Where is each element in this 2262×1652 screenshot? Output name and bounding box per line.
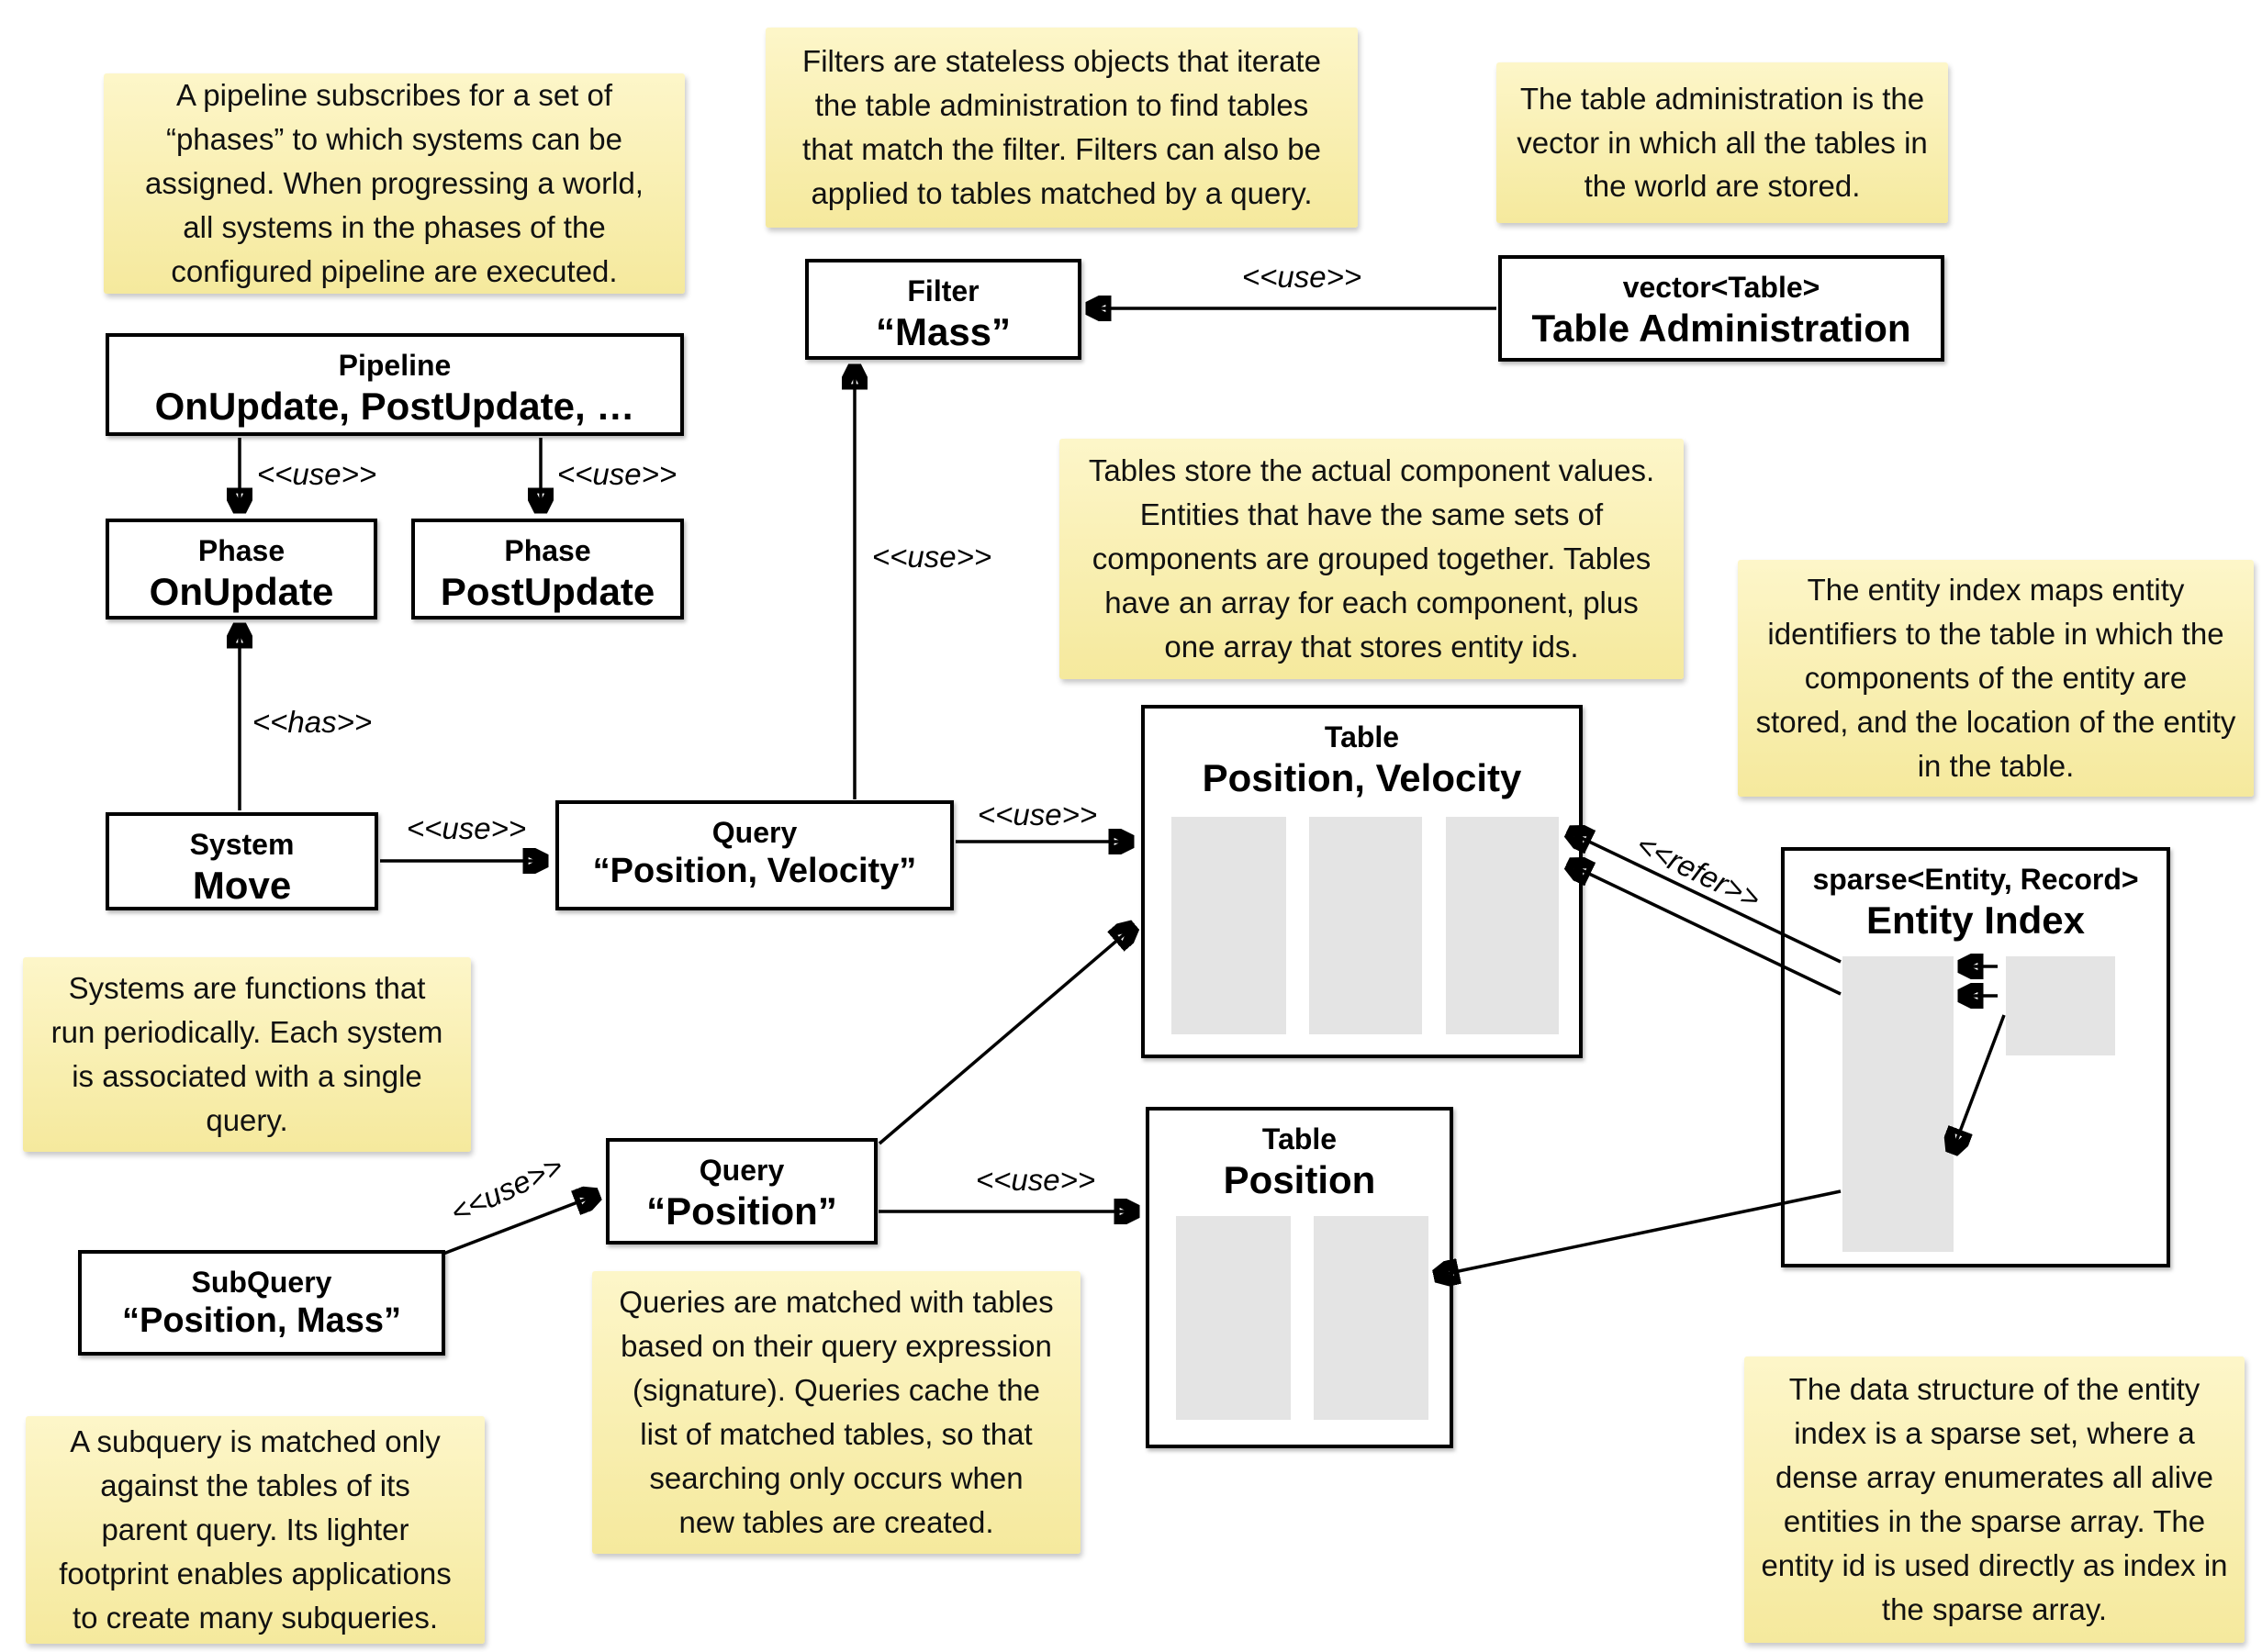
box-query-position-velocity: Query “Position, Velocity” (555, 800, 954, 910)
box-table-position-name: Position (1223, 1158, 1376, 1202)
note-tables-text: Tables store the actual component values… (1088, 453, 1655, 664)
box-subquery: SubQuery “Position, Mass” (78, 1250, 445, 1356)
box-query-position-title: Query (699, 1154, 785, 1187)
box-system-move-title: System (189, 828, 295, 861)
box-phase-onupdate: Phase OnUpdate (106, 519, 377, 620)
component-array-bar (1446, 817, 1559, 1034)
label-use-tableadmin-filter: <<use>> (1241, 260, 1362, 294)
box-table-position: Table Position (1146, 1107, 1453, 1448)
box-table-position-velocity: Table Position, Velocity (1141, 705, 1583, 1058)
box-pipeline-title: Pipeline (338, 349, 452, 382)
box-table-administration: vector<Table> Table Administration (1498, 255, 1944, 362)
component-array-bar (1314, 1216, 1428, 1420)
note-entity-index-text: The entity index maps entity identifiers… (1755, 573, 2236, 783)
note-table-administration: The table administration is the vector i… (1496, 62, 1948, 223)
note-subquery: A subquery is matched only against the t… (26, 1416, 485, 1644)
component-array-bar (1309, 817, 1422, 1034)
note-queries-text: Queries are matched with tables based on… (619, 1285, 1054, 1539)
note-filters: Filters are stateless objects that itera… (766, 28, 1358, 228)
note-tables: Tables store the actual component values… (1059, 439, 1684, 679)
box-query-position: Query “Position” (606, 1138, 878, 1245)
box-phase-onupdate-title: Phase (197, 534, 286, 567)
note-pipeline-text: A pipeline subscribes for a set of “phas… (145, 78, 644, 288)
box-pipeline-name: OnUpdate, PostUpdate, … (154, 385, 635, 429)
label-has-system-phase: <<has>> (252, 705, 373, 739)
component-array-bar (1176, 1216, 1291, 1420)
box-table-position-velocity-name: Position, Velocity (1202, 756, 1522, 800)
label-use-pipeline-postupdate: <<use>> (556, 457, 677, 491)
box-phase-postupdate: Phase PostUpdate (411, 519, 684, 620)
box-filter-mass-name: “Mass” (875, 310, 1012, 354)
label-use-subquery-query: <<use>> (444, 1148, 568, 1230)
box-table-administration-title: vector<Table> (1622, 271, 1820, 304)
box-phase-postupdate-title: Phase (504, 534, 591, 567)
box-entity-index: sparse<Entity, Record> Entity Index (1781, 847, 2170, 1267)
box-filter-mass-title: Filter (907, 274, 980, 307)
component-array-bar (1171, 817, 1286, 1034)
label-use-query-tablepv: <<use>> (977, 798, 1098, 832)
box-table-administration-name: Table Administration (1531, 307, 1911, 351)
box-pipeline: Pipeline OnUpdate, PostUpdate, … (106, 333, 684, 436)
arrow-entityindex-to-tablepos (1437, 1189, 1842, 1276)
note-systems: Systems are functions that run periodica… (23, 957, 471, 1152)
box-phase-onupdate-name: OnUpdate (149, 570, 334, 614)
note-subquery-text: A subquery is matched only against the t… (59, 1424, 452, 1635)
box-query-position-velocity-name: “Position, Velocity” (592, 852, 917, 891)
sparse-array-bar (1842, 956, 1954, 1252)
label-use-pipeline-onupdate: <<use>> (256, 457, 377, 491)
box-query-position-velocity-title: Query (711, 816, 798, 849)
note-sparse-set: The data structure of the entity index i… (1744, 1356, 2245, 1643)
box-entity-index-name: Entity Index (1865, 899, 2086, 943)
box-system-move-name: Move (192, 864, 292, 908)
label-use-query-filter: <<use>> (871, 540, 992, 574)
box-entity-index-title: sparse<Entity, Record> (1812, 863, 2139, 896)
label-use-querypos-tablepos: <<use>> (975, 1163, 1096, 1197)
label-refer-entityindex: <<refer>> (1630, 827, 1766, 916)
box-table-position-velocity-title: Table (1324, 720, 1400, 753)
note-pipeline: A pipeline subscribes for a set of “phas… (104, 73, 685, 294)
box-filter-mass: Filter “Mass” (805, 259, 1081, 360)
box-query-position-name: “Position” (646, 1189, 837, 1233)
note-entity-index: The entity index maps entity identifiers… (1738, 560, 2254, 797)
dense-array-bar (2006, 956, 2115, 1055)
label-use-system-query: <<use>> (406, 811, 527, 845)
arrow-querypos-to-tablepv (878, 927, 1133, 1145)
note-table-administration-text: The table administration is the vector i… (1517, 81, 1928, 204)
box-system-move: System Move (106, 812, 378, 910)
note-sparse-set-text: The data structure of the entity index i… (1761, 1372, 2228, 1626)
note-queries: Queries are matched with tables based on… (592, 1271, 1081, 1554)
box-subquery-title: SubQuery (191, 1266, 332, 1299)
note-filters-text: Filters are stateless objects that itera… (802, 44, 1321, 210)
box-table-position-title: Table (1261, 1122, 1338, 1155)
note-systems-text: Systems are functions that run periodica… (50, 971, 443, 1137)
box-phase-postupdate-name: PostUpdate (440, 570, 655, 614)
box-subquery-name: “Position, Mass” (121, 1301, 402, 1341)
